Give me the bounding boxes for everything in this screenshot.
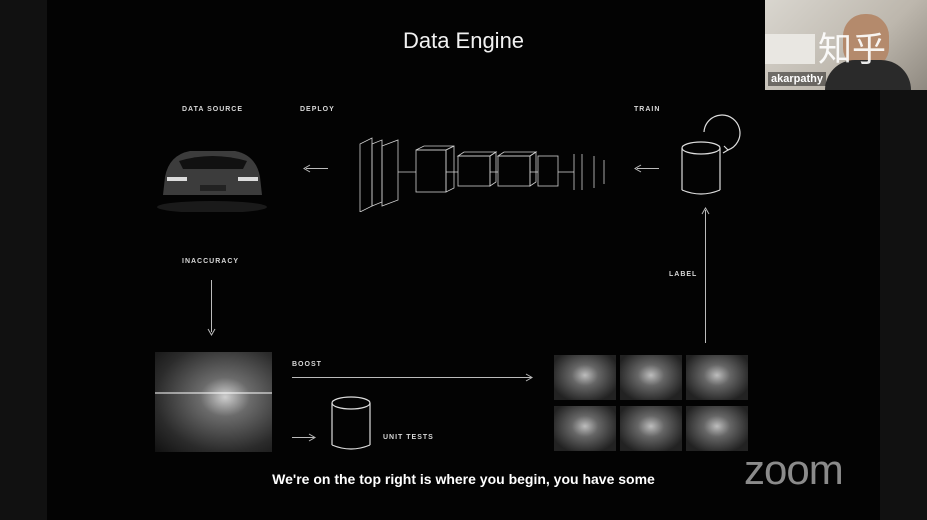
arrow-inaccuracy [211,280,212,332]
tunnel-thumbnail [554,355,616,400]
label-unit-tests: UNIT TESTS [383,434,434,441]
tunnel-thumbnail [686,406,748,451]
arrow-deploy-head [303,164,311,173]
label-label: LABEL [669,271,698,278]
background-shelf [765,34,815,64]
arrow-unit-tests [292,437,314,438]
arrow-inaccuracy-head [207,328,216,336]
participant-video[interactable] [765,0,927,90]
arrow-label [705,210,706,343]
neural-network-diagram [359,137,605,212]
arrow-train [637,168,659,169]
left-letterbox [0,0,47,520]
tunnel-thumbnail [554,406,616,451]
tunnel-thumbnail [686,355,748,400]
arrow-boost-head [525,373,533,382]
label-data-source: DATA SOURCE [182,106,244,113]
database-icon-train [681,141,721,195]
arrow-train-head [634,164,642,173]
car-image [157,151,267,212]
arrow-boost [292,377,532,378]
label-train: TRAIN [634,106,661,113]
zhihu-watermark: 知乎 [818,30,886,70]
label-deploy: DEPLOY [300,106,335,113]
zoom-logo: zoom [744,446,844,493]
live-caption: We're on the top right is where you begi… [272,471,655,487]
arrow-label-head [701,207,710,215]
participant-head [843,14,889,68]
database-icon-unit-tests [331,396,371,450]
tunnel-thumbnail [620,355,682,400]
arrow-deploy [306,168,328,169]
label-inaccuracy: INACCURACY [182,258,240,265]
participant-name: akarpathy [768,72,826,86]
participant-body [825,60,911,90]
tunnel-thumbnail [620,406,682,451]
label-boost: BOOST [292,361,322,368]
tunnel-image-inaccuracy [155,352,272,452]
loop-arrow-icon [703,114,741,154]
arrow-unit-tests-head [308,433,316,442]
slide-title: Data Engine [402,28,525,53]
